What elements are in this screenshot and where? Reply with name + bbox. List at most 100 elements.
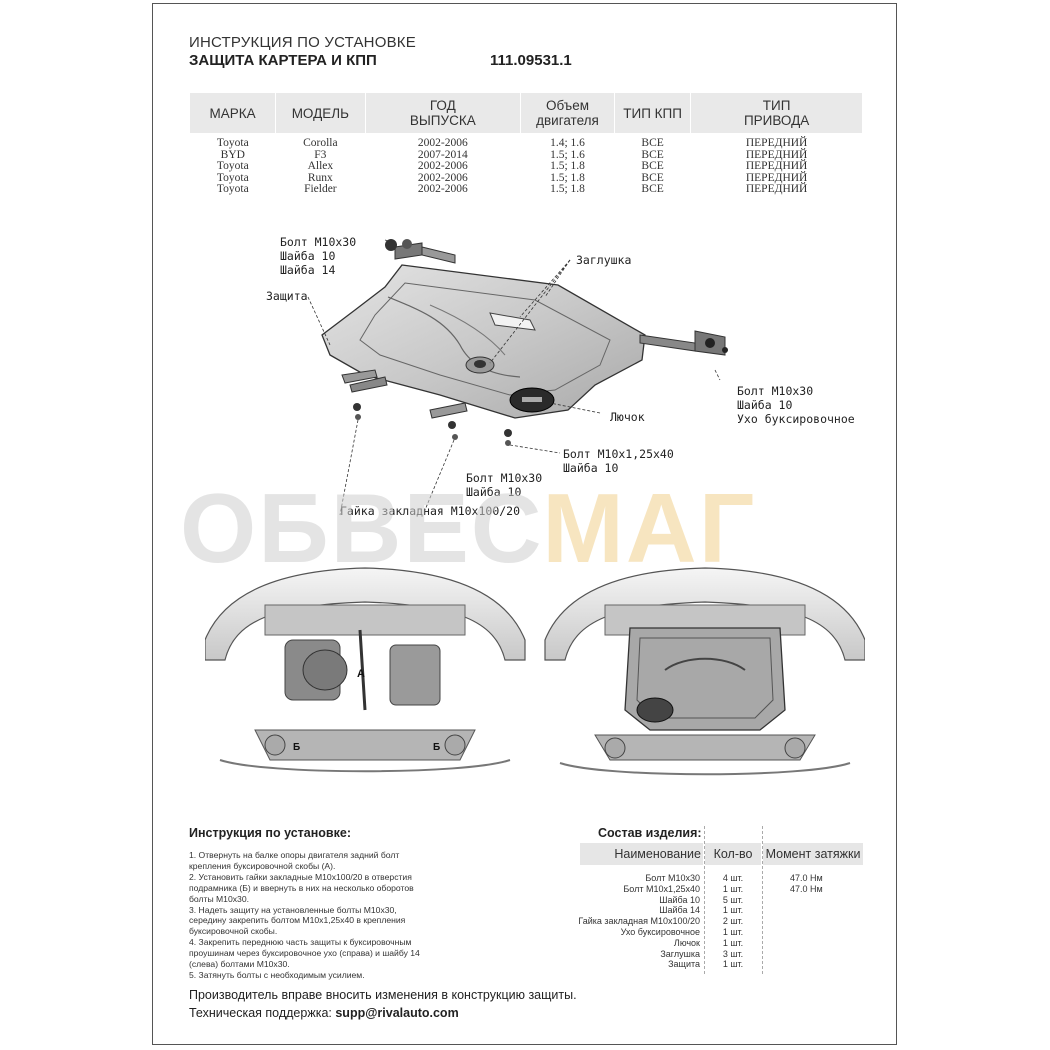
cell-engine: 1.5; 1.6 [550,148,585,161]
comp-name-column: Болт М10х30 Болт М10х1,25х40 Шайба 10 Ша… [540,873,700,970]
instruction-line: буксировочной скобы. [189,926,278,937]
vehicle-compatibility-table: МАРКА МОДЕЛЬ ГОД ВЫПУСКА Объем двигателя… [190,93,863,196]
cell-drive: ПЕРЕДНИЙ [745,148,808,161]
watermark-part1: ОБВЕС [180,473,543,583]
doc-title-line1: ИНСТРУКЦИЯ ПО УСТАНОВКЕ [189,34,416,51]
label-hatch: Лючок [610,410,645,424]
cell-model: Fielder [304,183,337,195]
label-line: Болт М10х1,25х40 [563,447,674,461]
underbody-after [544,567,865,776]
label-bolt-right: Болт М10х30 Шайба 10 Ухо буксировочное [737,384,855,426]
right-tow-bracket [639,330,728,356]
label-line: Шайба 10 [466,485,522,499]
label-guard: Защита [266,289,308,303]
article-number: 111.09531.1 [490,52,572,69]
table-row: Toyota Runx 2002-2006 1.5; 1.8 ВСЕ ПЕРЕД… [190,171,863,185]
comp-item-torque: 47.0 Нм [790,883,823,894]
comp-divider [762,826,763,974]
comp-item-qty: 1 шт. [722,883,744,894]
footer-support: Техническая поддержка: supp@rivalauto.co… [189,1006,459,1020]
label-line: Шайба 10 [280,249,336,263]
label-line: Шайба 14 [280,263,336,277]
cell-engine: 1.5; 1.8 [550,183,585,195]
instruction-line: 3. Надеть защиту на установленные болты … [189,904,397,915]
instruction-sheet [152,3,897,1045]
cell-year: 2002-2006 [417,183,468,195]
comp-divider [704,826,705,974]
label-line: Болт М10х30 [280,235,357,249]
cell-year: 2002-2006 [417,160,468,172]
table-row: BYD F3 2007-2014 1.5; 1.6 ВСЕ ПЕРЕДНИЙ [190,148,863,162]
cell-make: Toyota [216,183,249,195]
comp-item-qty: 1 шт. [722,937,744,948]
cell-model: Allex [307,160,334,172]
underbody-illustrations: А Б Б [205,567,865,776]
col-header-engine: Объем двигателя [520,93,616,133]
comp-item-qty: 1 шт. [722,905,744,916]
instruction-line: 5. Затянуть болты с необходимым усилием. [189,969,365,980]
label-line: Болт М10х30 [737,384,814,398]
table-row: Toyota Fielder 2002-2006 1.5; 1.8 ВСЕ ПЕ… [190,183,863,196]
watermark-logo: ОБВЕСМАГ [180,478,756,578]
cell-make: BYD [220,148,245,161]
label-line: Шайба 10 [563,461,619,475]
cell-engine: 1.5; 1.8 [550,160,585,172]
composition-title: Состав изделия: [598,826,702,840]
label-line: Болт М10х30 [466,471,543,485]
comp-item-qty: 4 шт. [722,873,744,883]
table-row: Toyota Allex 2002-2006 1.5; 1.8 ВСЕ ПЕРЕ… [190,160,863,173]
cell-drive: ПЕРЕДНИЙ [745,183,808,195]
comp-item-qty: 5 шт. [722,894,744,905]
label-bolt-left: Болт М10х30 Шайба 10 Шайба 14 [280,235,356,277]
marker-b-right: Б [433,742,440,753]
instructions-title: Инструкция по установке: [189,826,351,840]
comp-item-name: Лючок [673,937,700,948]
cell-gearbox: ВСЕ [641,171,664,184]
cell-model: F3 [314,148,327,161]
rear-bracket [385,239,456,264]
col-header-model: МОДЕЛЬ [275,93,366,133]
hatch-cover [509,387,555,413]
instruction-line: середину закрепить болтом М10х1,25х40 в … [189,915,406,926]
col-header-year: ГОД ВЫПУСКА [365,93,521,133]
watermark-part2: МАГ [542,473,757,583]
cell-gearbox: ВСЕ [641,183,664,195]
cell-gearbox: ВСЕ [641,160,664,172]
comp-item-name: Шайба 14 [659,905,700,916]
col-header-drive: ТИП ПРИВОДА [690,93,863,133]
cell-make: Toyota [216,137,249,149]
comp-item-name: Гайка закладная М10х100/20 [578,916,700,927]
leader-lines [307,239,721,516]
instruction-line: 4. Закрепить переднюю часть защиты к бук… [189,937,412,948]
table-row: Toyota Corolla 2002-2006 1.4; 1.6 ВСЕ ПЕ… [190,133,863,150]
instructions-body: 1. Отвернуть на балке опоры двигателя за… [189,850,449,981]
comp-item-name: Ухо буксировочное [620,926,700,937]
underbody-before: А Б Б [205,567,526,773]
label-line: Ухо буксировочное [737,412,855,426]
front-brackets [341,369,512,446]
instruction-line: проушинам через буксировочное ухо (справ… [189,948,420,959]
instruction-line: подрамника (Б) и ввернуть в них на неско… [189,882,414,893]
marker-a: А [357,668,365,680]
comp-item-qty: 2 шт. [722,916,744,927]
doc-title-line2: ЗАЩИТА КАРТЕРА И КПП [189,52,377,69]
comp-item-name: Заглушка [660,948,700,959]
instruction-line: 1. Отвернуть на балке опоры двигателя за… [189,850,400,860]
cell-model: Corolla [303,137,338,149]
comp-header-name: Наименование [580,843,703,865]
comp-item-name: Защита [668,959,700,970]
comp-header-torque: Момент затяжки [763,843,863,865]
support-label: Техническая поддержка: [189,1006,332,1020]
cell-drive: ПЕРЕДНИЙ [745,137,808,149]
marker-b-left: Б [293,742,300,753]
comp-item-name: Шайба 10 [659,894,700,905]
cell-gearbox: ВСЕ [641,148,664,161]
exploded-assembly-diagram [307,239,728,516]
comp-header-qty: Кол-во [705,843,761,865]
cell-drive: ПЕРЕДНИЙ [745,171,808,184]
cell-gearbox: ВСЕ [641,137,664,149]
label-plug: Заглушка [576,253,632,267]
label-bolt-mid: Болт М10х30 Шайба 10 [466,471,542,499]
comp-qty-column: 4 шт. 1 шт. 5 шт. 1 шт. 2 шт. 1 шт. 1 шт… [705,873,761,970]
instruction-line: крепления буксировочной скобы (А). [189,860,336,871]
